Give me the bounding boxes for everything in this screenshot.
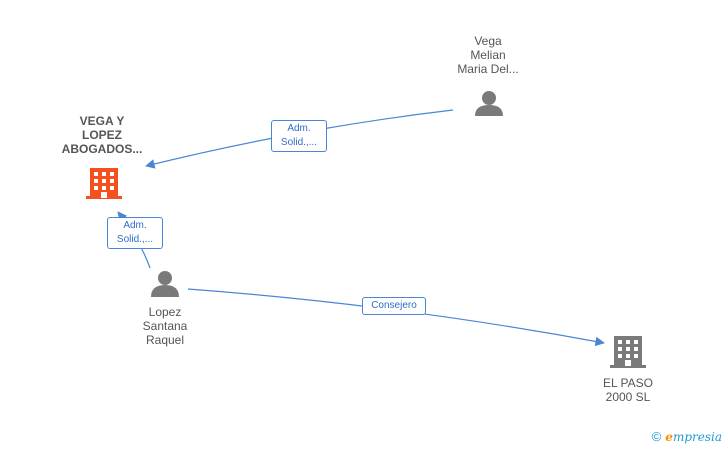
node-label-line: 2000 SL: [605, 390, 651, 404]
edge-label-consejero[interactable]: Consejero: [362, 297, 426, 315]
node-label-line: Lopez: [148, 305, 182, 319]
brand-logo-initial: e: [665, 430, 673, 444]
node-label-line: Santana: [142, 319, 188, 333]
person-icon[interactable]: [475, 91, 503, 116]
person-icon[interactable]: [151, 271, 179, 297]
node-label-line: ABOGADOS...: [61, 142, 143, 156]
node-label-line: Maria Del...: [457, 62, 519, 76]
edge-label-adm-solid[interactable]: Adm. Solid.,...: [271, 120, 327, 152]
node-label-line: Vega: [474, 34, 502, 48]
node-label-line: Melian: [470, 48, 506, 62]
building-icon[interactable]: [610, 336, 646, 368]
edge-label-line: Solid.,...: [116, 234, 154, 245]
node-label-vega-lopez[interactable]: VEGA Y LOPEZ ABOGADOS...: [50, 114, 154, 156]
node-label-line: VEGA Y: [79, 114, 125, 128]
edge-label-line: Adm.: [287, 123, 311, 134]
node-label-vega-melian[interactable]: Vega Melian Maria Del...: [436, 34, 540, 76]
copyright-icon: ©: [651, 429, 662, 444]
edge-label-line: Adm.: [123, 220, 147, 231]
node-label-line: Raquel: [145, 333, 185, 347]
edge-label-adm-solid[interactable]: Adm. Solid.,...: [107, 217, 163, 249]
node-label-lopez-santana[interactable]: Lopez Santana Raquel: [113, 305, 217, 347]
node-label-line: EL PASO: [602, 376, 654, 390]
brand-name: mpresia: [672, 430, 722, 444]
brand-footer: ©empresia: [652, 429, 722, 444]
building-icon[interactable]: [86, 168, 122, 199]
node-label-line: LOPEZ: [81, 128, 122, 142]
edge-label-line: Solid.,...: [280, 137, 318, 148]
node-label-el-paso[interactable]: EL PASO 2000 SL: [576, 376, 680, 404]
edge-label-line: Consejero: [371, 300, 417, 311]
